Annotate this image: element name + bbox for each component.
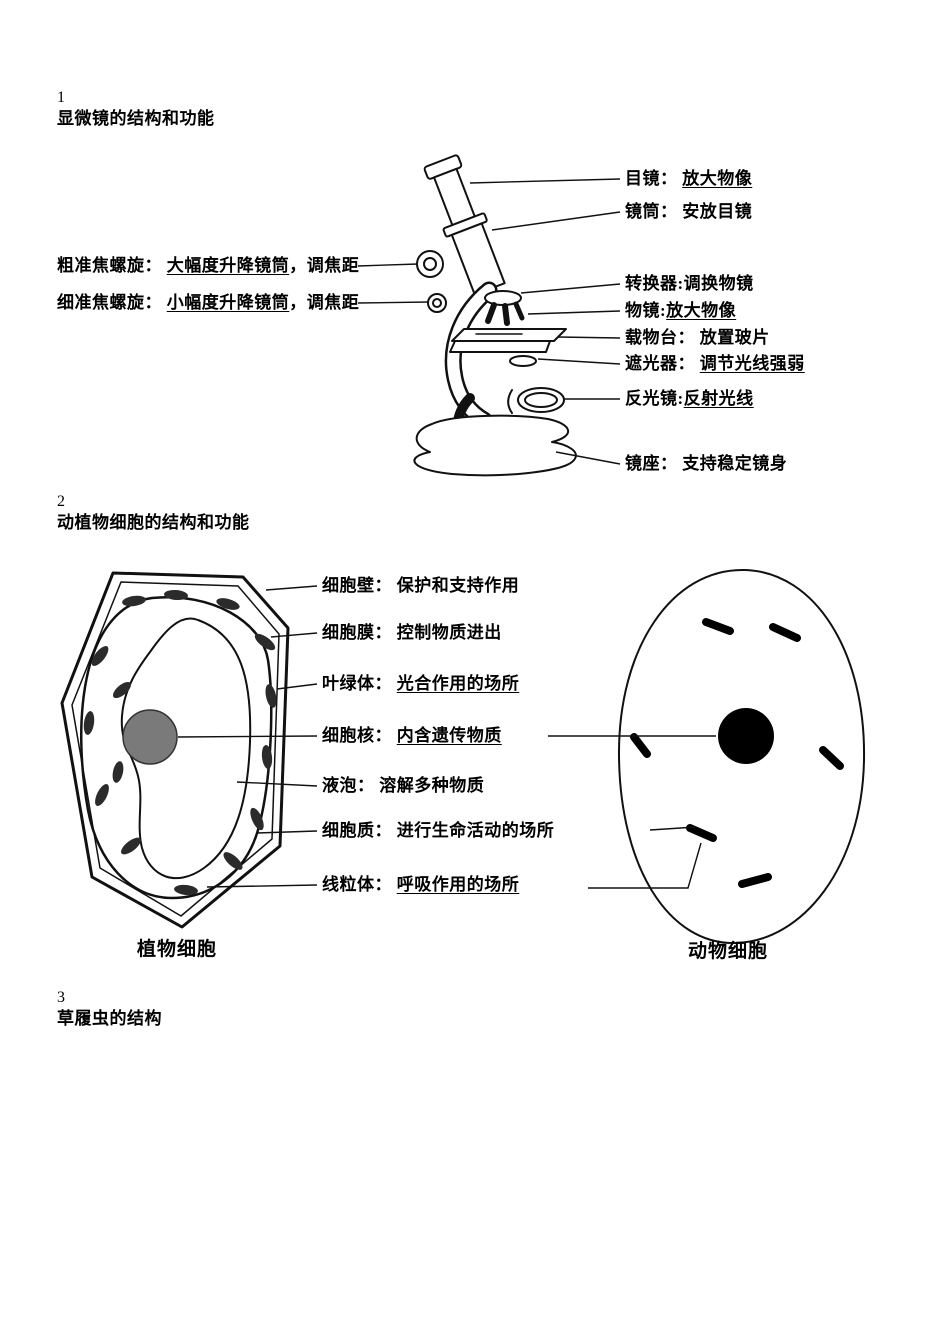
label-desc: 支持稳定镜身 xyxy=(682,454,788,473)
chloroplast-icons xyxy=(83,589,277,896)
label-term: 镜筒： xyxy=(625,202,683,221)
label-coarse-focus: 粗准焦螺旋： 大幅度升降镜筒，调焦距 xyxy=(57,255,359,277)
animal-cell-caption: 动物细胞 xyxy=(688,941,769,962)
label-nosepiece: 转换器:调换物镜 xyxy=(625,273,754,295)
label-desc: 放大物像 xyxy=(682,169,753,188)
label-desc-rest: ，调焦距 xyxy=(289,293,360,312)
microscope-illustration xyxy=(413,154,577,477)
label-term: 细胞壁： xyxy=(322,576,397,595)
label-term: 细胞膜： xyxy=(322,623,397,642)
section-3-title: 草履虫的结构 xyxy=(57,1009,162,1028)
label-desc: 大幅度升降镜筒 xyxy=(166,256,290,275)
section-2-title: 动植物细胞的结构和功能 xyxy=(57,513,250,532)
label-cytoplasm: 细胞质： 进行生命活动的场所 xyxy=(322,820,554,842)
label-objective: 物镜:放大物像 xyxy=(625,300,736,322)
label-stage: 载物台： 放置玻片 xyxy=(625,327,770,349)
label-desc: 放置玻片 xyxy=(699,328,770,347)
label-term: 粗准焦螺旋： xyxy=(57,256,167,275)
label-base: 镜座： 支持稳定镜身 xyxy=(625,453,787,475)
label-cell-wall: 细胞壁： 保护和支持作用 xyxy=(322,575,519,597)
label-mirror: 反光镜:反射光线 xyxy=(625,388,754,410)
section-2-number: 2 xyxy=(57,493,65,510)
label-desc: 呼吸作用的场所 xyxy=(396,875,520,894)
label-term: 遮光器： xyxy=(625,354,700,373)
label-desc: 调节光线强弱 xyxy=(699,354,805,373)
plant-cell-illustration xyxy=(60,571,290,929)
fine-knob-icon xyxy=(427,293,447,313)
label-term: 液泡： xyxy=(322,776,380,795)
label-vacuole: 液泡： 溶解多种物质 xyxy=(322,775,484,797)
label-desc: 安放目镜 xyxy=(682,202,753,221)
label-eyepiece: 目镜： 放大物像 xyxy=(625,168,752,190)
section-1-title: 显微镜的结构和功能 xyxy=(57,109,215,128)
label-desc: 保护和支持作用 xyxy=(396,576,520,595)
label-desc: 小幅度升降镜筒 xyxy=(166,293,290,312)
label-fine-focus: 细准焦螺旋： 小幅度升降镜筒，调焦距 xyxy=(57,292,359,314)
label-desc: 溶解多种物质 xyxy=(379,776,485,795)
label-diaphragm: 遮光器： 调节光线强弱 xyxy=(625,353,805,375)
label-desc-rest: ，调焦距 xyxy=(289,256,360,275)
label-term: 镜座： xyxy=(625,454,683,473)
microscope-leader-lines xyxy=(357,178,621,465)
animal-cell-illustration xyxy=(617,568,866,945)
plant-nucleus-icon xyxy=(122,709,178,765)
label-desc: 调换物镜 xyxy=(683,274,754,293)
label-term: 细胞核： xyxy=(322,726,397,745)
label-nucleus: 细胞核： 内含遗传物质 xyxy=(322,725,502,747)
label-desc: 放大物像 xyxy=(666,301,737,320)
label-desc: 控制物质进出 xyxy=(396,623,502,642)
label-cell-membrane: 细胞膜： 控制物质进出 xyxy=(322,622,502,644)
label-term: 叶绿体： xyxy=(322,674,397,693)
label-term: 载物台： xyxy=(625,328,700,347)
label-term: 转换器: xyxy=(625,274,684,293)
section-1-number: 1 xyxy=(57,89,65,106)
label-term: 目镜： xyxy=(625,169,683,188)
label-term: 细准焦螺旋： xyxy=(57,293,167,312)
label-mitochondria: 线粒体： 呼吸作用的场所 xyxy=(322,874,519,896)
plant-cell-caption: 植物细胞 xyxy=(137,939,218,960)
label-chloroplast: 叶绿体： 光合作用的场所 xyxy=(322,673,519,695)
label-term: 物镜: xyxy=(625,301,667,320)
section-3-number: 3 xyxy=(57,989,65,1006)
label-desc: 进行生命活动的场所 xyxy=(396,821,555,840)
label-desc: 光合作用的场所 xyxy=(396,674,520,693)
label-desc: 内含遗传物质 xyxy=(396,726,502,745)
label-desc: 反射光线 xyxy=(683,389,754,408)
label-term: 反光镜: xyxy=(625,389,684,408)
label-term: 细胞质： xyxy=(322,821,397,840)
coarse-knob-icon xyxy=(416,250,444,278)
mitochondria-icons xyxy=(630,618,844,888)
label-term: 线粒体： xyxy=(322,875,397,894)
label-body-tube: 镜筒： 安放目镜 xyxy=(625,201,752,223)
animal-nucleus-icon xyxy=(718,708,774,764)
